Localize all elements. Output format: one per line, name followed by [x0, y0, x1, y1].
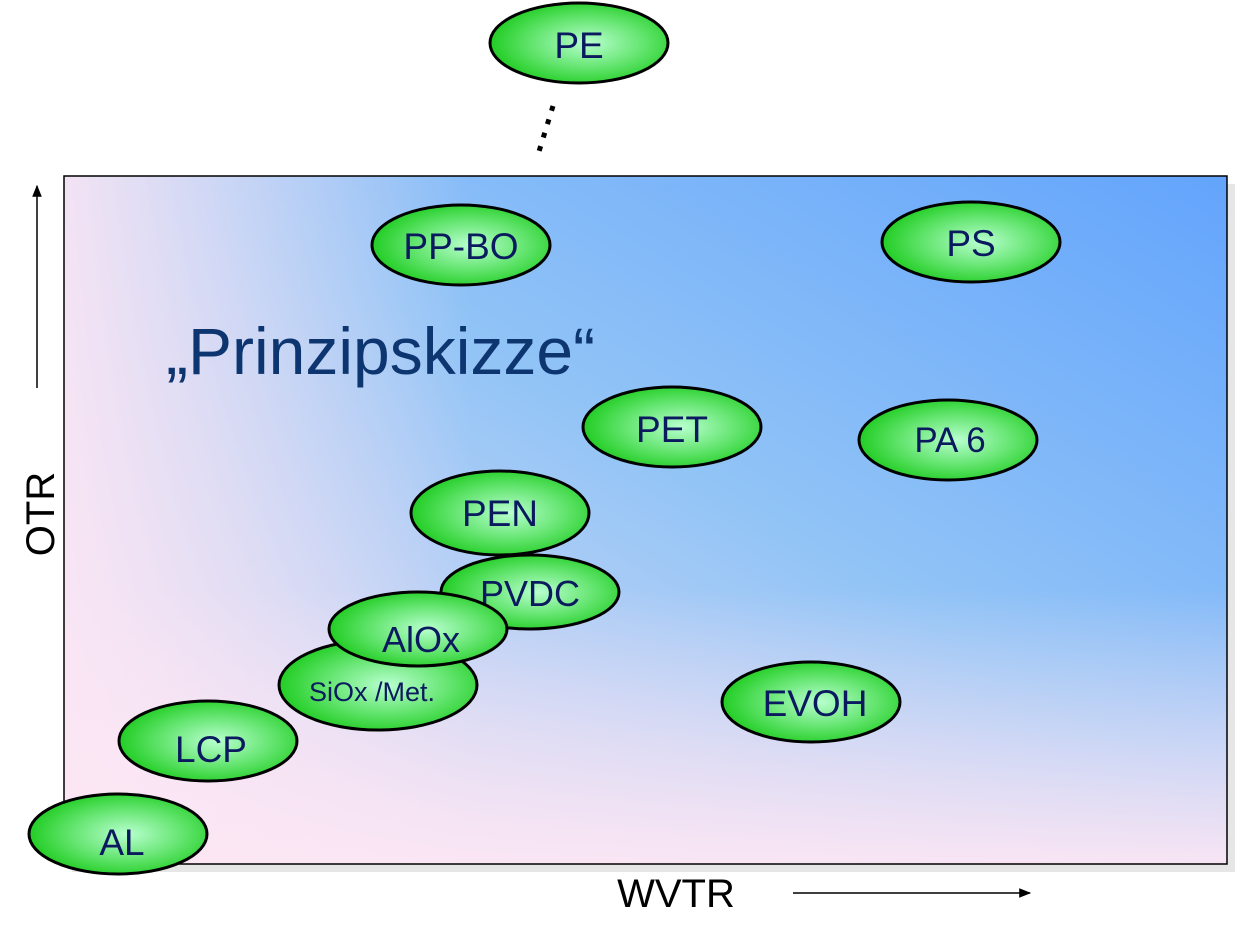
- bubble-pa6: PA 6: [857, 398, 1039, 482]
- bubble-label-lcp: LCP: [175, 729, 247, 770]
- bubble-label-pet: PET: [636, 409, 708, 450]
- bubble-label-al: AL: [99, 822, 144, 863]
- bubble-lcp: LCP: [117, 699, 299, 783]
- bubble-pp-bo: PP-BO: [370, 203, 552, 287]
- bubble-label-pvdc: PVDC: [480, 573, 580, 614]
- continuation-dots: [534, 105, 556, 159]
- bubble-al: AL: [27, 792, 209, 876]
- bubble-evoh: EVOH: [720, 660, 902, 744]
- bubble-pet: PET: [581, 385, 763, 469]
- diagram-title: „Prinzipskizze“: [166, 314, 595, 388]
- bubble-label-pp-bo: PP-BO: [403, 226, 518, 267]
- plot-border: [63, 175, 1228, 865]
- bubble-ps: PS: [880, 200, 1062, 284]
- bubble-pe: PE: [488, 1, 670, 85]
- bubble-label-pe: PE: [554, 25, 603, 66]
- y-axis-label: OTR: [19, 472, 63, 556]
- bubble-label-alox: AlOx: [382, 619, 460, 660]
- bubble-label-evoh: EVOH: [763, 683, 868, 724]
- bubble-label-ps: PS: [946, 223, 995, 264]
- x-axis-label: WVTR: [617, 872, 735, 916]
- bubble-label-siox: SiOx /Met.: [309, 677, 435, 707]
- bubble-label-pa6: PA 6: [914, 421, 985, 460]
- bubble-label-pen: PEN: [462, 493, 538, 534]
- bubble-alox: AlOx: [327, 590, 509, 668]
- bubble-pen: PEN: [409, 469, 591, 557]
